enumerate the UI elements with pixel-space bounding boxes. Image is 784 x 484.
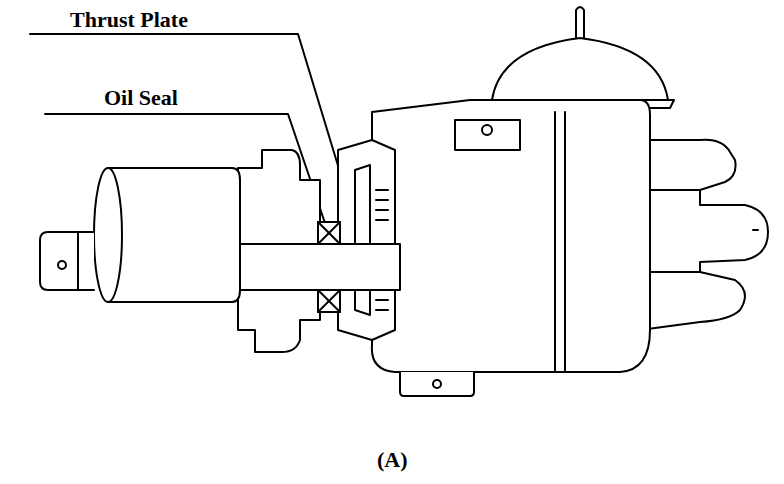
drive-tang	[40, 232, 94, 290]
oil-seal	[318, 290, 340, 312]
shaft	[236, 244, 400, 290]
governor-line	[376, 299, 388, 301]
distributor-cap	[635, 140, 768, 330]
oil-seal	[318, 222, 340, 244]
cutaway-housing	[338, 140, 395, 340]
housing-seam	[564, 112, 566, 372]
screw	[482, 125, 492, 135]
governor-line	[376, 209, 388, 211]
governor-line	[376, 189, 388, 191]
mount-tab	[400, 372, 474, 396]
seal-cross	[318, 290, 340, 312]
figure-caption: (A)	[377, 448, 408, 472]
cap-mark	[753, 229, 758, 231]
thrust-plate	[355, 165, 370, 315]
tang-line	[77, 232, 79, 290]
bracket-plate	[455, 120, 520, 150]
governor-line	[376, 199, 388, 201]
gear-face	[94, 168, 122, 302]
part-label: Oil Seal	[104, 86, 178, 110]
seal-cross	[318, 290, 340, 312]
drive-gear	[108, 168, 240, 302]
part-label: Thrust Plate	[70, 8, 188, 32]
housing-seam	[554, 112, 556, 372]
vacuum-diaphragm	[492, 38, 668, 100]
governor-line	[376, 309, 388, 311]
seal-cross	[318, 222, 340, 244]
housing-body	[372, 100, 650, 372]
seal-cross	[318, 222, 340, 244]
vacuum-nipple	[576, 7, 584, 38]
governor-line	[376, 219, 388, 221]
tang-hole	[58, 261, 66, 269]
mount-hole	[433, 380, 441, 388]
